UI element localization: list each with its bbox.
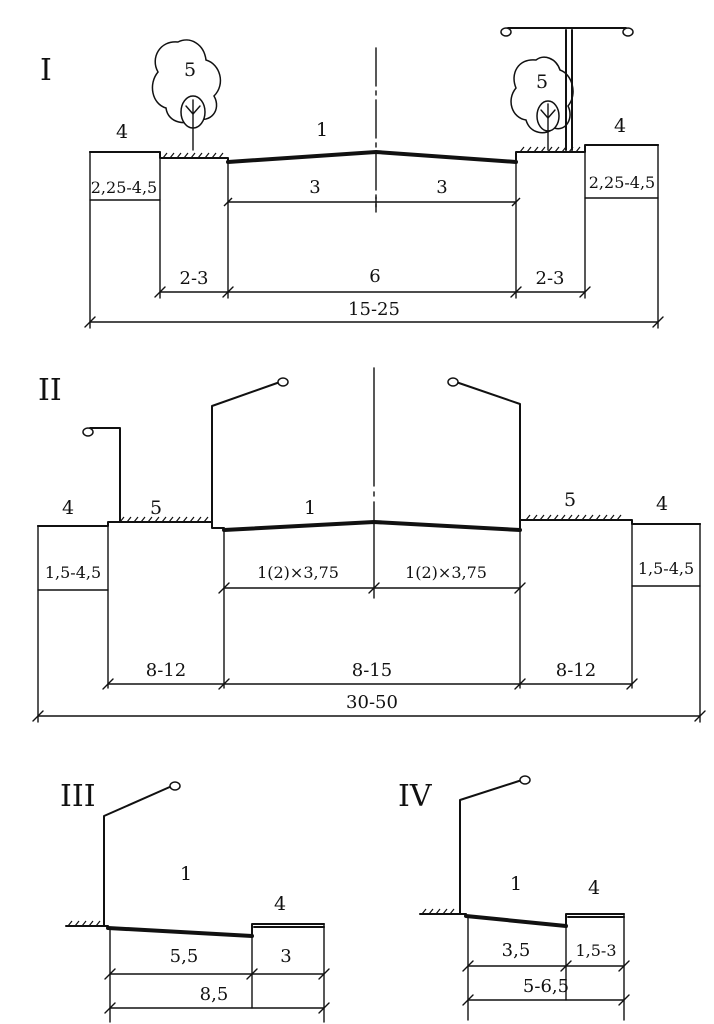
section-ii-lamp-right-icon [447,377,521,521]
section-ii-dim-lanes-left: 1(2)×3,75 [257,563,339,582]
section-ii-dim-total: 30-50 [346,692,398,713]
section-iv-total-dim-ticks [462,994,630,1006]
section-i-label-sidewalk-right: 4 [614,115,626,137]
section-iii-total-dim-ticks [104,1002,330,1014]
section-iv-label-sidewalk: 4 [588,877,600,899]
section-iii-part-dim-ticks [104,968,330,980]
section-i-dim-lane-right: 3 [436,177,447,198]
section-iii-lamp-icon [103,781,181,927]
section-ii-green-right-hatch [525,514,622,521]
section-ii-lanes-dim-ticks [218,582,526,594]
section-iv-ground-hatch [421,908,455,915]
section-iv-dim-sidewalk: 1,5-3 [575,941,616,960]
section-iv-sidewalk-surface [565,913,625,927]
section-ii-carriageway [222,519,522,532]
section-ii-dim-lanes-right: 1(2)×3,75 [405,563,487,582]
section-iii-dim-sidewalk: 3 [280,946,291,967]
section-i-double-lamp-icon [500,27,634,151]
section-ii-label-sidewalk-left: 4 [62,497,74,519]
section-ii-dim-road: 8-15 [352,660,392,681]
section-i-dim-road: 6 [369,266,380,287]
section-i-dim-sidewalk-left: 2,25-4,5 [91,178,157,197]
section-i-tree-left-icon [151,39,222,151]
section-iii-dim-total: 8,5 [200,984,229,1005]
section-ii-lamp-left-icon [211,377,289,523]
section-iv-lamp-icon [459,775,531,915]
section-i-label-green-right: 5 [536,71,548,93]
section-ii-label-carriageway: 1 [304,497,316,519]
section-ii-label-sidewalk-right: 4 [656,493,668,515]
section-iv-part-dim-ticks [462,960,630,972]
section-ii-green-left-hatch [119,516,209,523]
section-iv-label-carriageway: 1 [510,873,522,895]
section-ii: II 4 5 1 5 [32,367,706,723]
section-i: I 5 5 [40,27,664,329]
section-ii-label-green-right: 5 [564,489,576,511]
section-i-dim-total: 15-25 [348,299,400,320]
section-i-dim-green-left: 2-3 [180,268,209,289]
section-i-green-left-hatch [162,152,224,159]
section-iii-numeral: III [60,779,96,814]
section-ii-lamp-small-icon [82,427,121,523]
section-i-dim-green-right: 2-3 [536,268,565,289]
section-i-label-sidewalk-left: 4 [116,121,128,143]
section-iii-label-sidewalk: 4 [274,893,286,915]
section-iii-carriageway [106,926,254,938]
section-ii-dim-green-right: 8-12 [556,660,596,681]
section-ii-dim-green-left: 8-12 [146,660,186,681]
section-i-dim-lane-left: 3 [309,177,320,198]
section-i-tree-right-icon [510,56,574,151]
section-ii-label-green-left: 5 [150,497,162,519]
section-i-total-dim-ticks [84,316,664,328]
section-iii-label-carriageway: 1 [180,863,192,885]
section-iv-dim-total: 5-6,5 [523,976,569,997]
section-i-carriageway [226,149,518,164]
section-iv: IV 1 4 3,5 1,5-3 5-6,5 [398,775,630,1021]
section-i-mid-dim-ticks [154,286,591,298]
section-iv-numeral: IV [398,779,433,814]
section-ii-extension-lines [37,519,701,723]
section-iii-dim-road: 5,5 [170,946,199,967]
section-iv-dim-road: 3,5 [502,940,531,961]
section-iii-ground-hatch [67,920,101,927]
section-iv-carriageway [464,914,568,928]
section-i-dim-sidewalk-right: 2,25-4,5 [589,173,655,192]
section-ii-numeral: II [38,373,62,408]
section-i-extension-lines [89,144,659,329]
section-ii-total-dim-ticks [32,710,706,722]
section-iii-extension-lines [109,923,325,1023]
section-i-label-carriageway: 1 [316,119,328,141]
section-ii-sidewalk-boxes [37,585,701,591]
section-iii: III 1 4 5,5 3 8,5 [60,779,330,1023]
section-iv-extension-lines [467,913,625,1021]
section-ii-mid-dim-ticks [102,678,638,690]
section-ii-dim-sidewalk-right: 1,5-4,5 [638,559,694,578]
section-ii-dim-sidewalk-left: 1,5-4,5 [45,563,101,582]
section-i-sidewalk-boxes [89,197,659,201]
section-i-label-green-left: 5 [184,59,196,81]
section-i-numeral: I [40,53,52,88]
section-iii-sidewalk-surface [251,923,325,937]
